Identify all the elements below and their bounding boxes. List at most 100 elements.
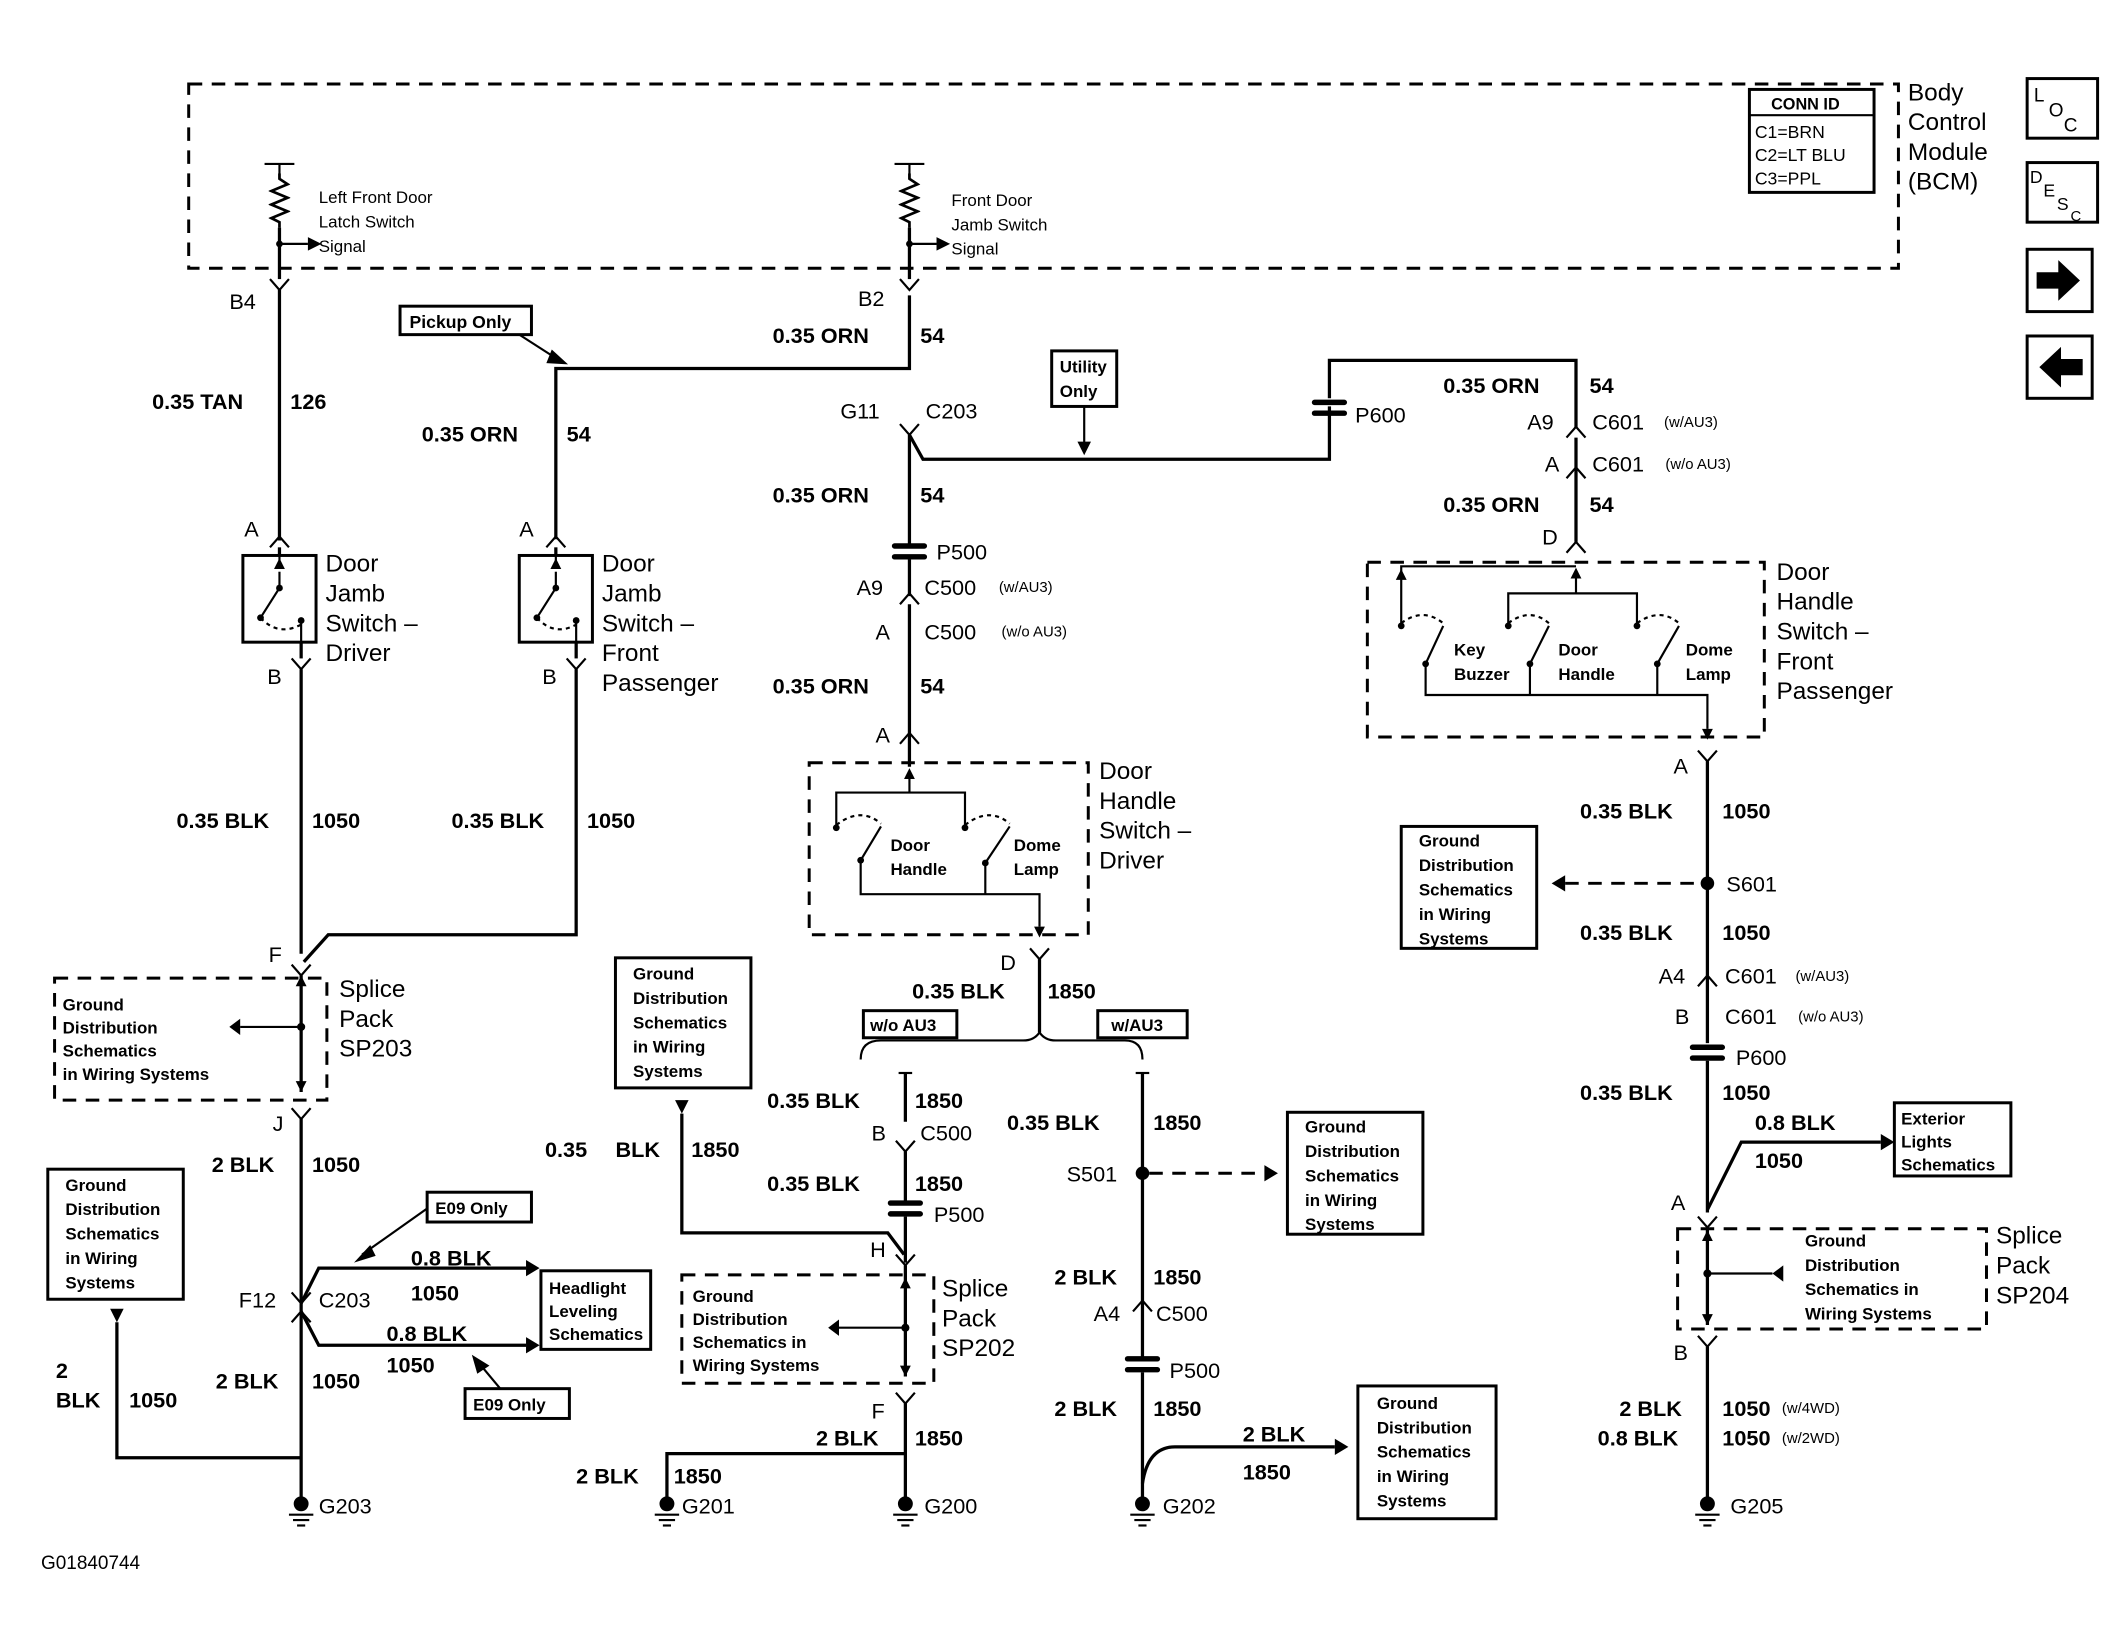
svg-text:in Wiring: in Wiring bbox=[1377, 1467, 1449, 1486]
svg-text:Lights: Lights bbox=[1901, 1133, 1952, 1152]
svg-text:1850: 1850 bbox=[1153, 1264, 1201, 1289]
svg-text:Door: Door bbox=[890, 836, 930, 855]
sp204-to-g205: 2 BLK 1050 (w/4WD) 0.8 BLK 1050 (w/2WD) bbox=[1598, 1346, 1840, 1498]
svg-text:D: D bbox=[1542, 525, 1558, 550]
svg-text:2 BLK: 2 BLK bbox=[1243, 1421, 1306, 1446]
svg-text:0.8 BLK: 0.8 BLK bbox=[386, 1321, 467, 1346]
svg-text:1050: 1050 bbox=[411, 1281, 459, 1306]
svg-text:B: B bbox=[872, 1121, 886, 1146]
svg-text:E: E bbox=[2043, 180, 2055, 200]
svg-text:1850: 1850 bbox=[915, 1171, 963, 1196]
driver-jamb-circuit: B4 0.35 TAN 126 A bbox=[152, 278, 326, 556]
svg-text:0.35 BLK: 0.35 BLK bbox=[1580, 920, 1673, 945]
desc-button[interactable]: D E S C bbox=[2025, 161, 2100, 225]
svg-text:F: F bbox=[269, 942, 282, 967]
svg-text:C601: C601 bbox=[1725, 964, 1777, 989]
svg-text:A: A bbox=[1674, 754, 1689, 779]
svg-text:B: B bbox=[1675, 1004, 1689, 1029]
svg-text:Pack: Pack bbox=[1996, 1252, 2051, 1279]
svg-text:C601: C601 bbox=[1592, 409, 1644, 434]
svg-text:Handle: Handle bbox=[1558, 665, 1614, 684]
svg-text:A4: A4 bbox=[1659, 964, 1686, 989]
svg-text:P600: P600 bbox=[1355, 403, 1406, 428]
svg-text:54: 54 bbox=[920, 483, 944, 508]
svg-text:Headlight: Headlight bbox=[549, 1279, 626, 1298]
svg-text:(w/4WD): (w/4WD) bbox=[1782, 1401, 1840, 1417]
svg-text:Schematics in: Schematics in bbox=[693, 1333, 807, 1352]
svg-text:in Wiring: in Wiring bbox=[1305, 1191, 1377, 1210]
svg-text:Signal: Signal bbox=[951, 240, 998, 259]
door-handle-switch-driver: Door Handle Dome Lamp Door Handle Switch… bbox=[807, 758, 1192, 938]
svg-text:Passenger: Passenger bbox=[1777, 678, 1894, 705]
svg-text:C: C bbox=[2064, 115, 2078, 136]
svg-text:Dome: Dome bbox=[1686, 641, 1733, 660]
splice-pack-sp202: Ground Distribution Schematics in Wiring… bbox=[680, 1265, 1015, 1423]
svg-text:S601: S601 bbox=[1726, 871, 1777, 896]
conn-id-table: CONN ID C1=BRN C2=LT BLU C3=PPL bbox=[1747, 87, 1876, 194]
svg-text:1850: 1850 bbox=[1153, 1110, 1201, 1135]
svg-text:(w/2WD): (w/2WD) bbox=[1782, 1431, 1840, 1447]
svg-text:Schematics: Schematics bbox=[549, 1325, 643, 1344]
loc-button[interactable]: L O C bbox=[2025, 77, 2100, 140]
svg-text:Schematics: Schematics bbox=[1305, 1166, 1399, 1185]
door-jamb-switch-front-passenger: Door Jamb Switch – Front Passenger bbox=[517, 551, 718, 697]
svg-text:Schematics: Schematics bbox=[1419, 881, 1513, 900]
svg-text:Schematics: Schematics bbox=[63, 1042, 157, 1061]
driver-jamb-ground-wire: B 0.35 BLK 1050 F bbox=[177, 642, 360, 967]
svg-text:Systems: Systems bbox=[1305, 1215, 1375, 1234]
svg-text:Door: Door bbox=[602, 551, 655, 578]
splice-pack-sp204: Ground Distribution Schematics in Wiring… bbox=[1674, 1223, 2070, 1366]
ground-g205: G205 bbox=[1695, 1493, 1783, 1527]
svg-text:in Wiring: in Wiring bbox=[633, 1038, 705, 1057]
svg-text:(w/AU3): (w/AU3) bbox=[1664, 415, 1718, 431]
svg-text:SP203: SP203 bbox=[339, 1036, 412, 1063]
svg-text:Door: Door bbox=[326, 551, 379, 578]
svg-text:Pickup Only: Pickup Only bbox=[410, 312, 512, 332]
svg-text:SP204: SP204 bbox=[1996, 1282, 2069, 1309]
svg-text:1050: 1050 bbox=[1722, 1426, 1770, 1451]
e09-only-note-bottom: E09 Only bbox=[463, 1354, 571, 1420]
svg-text:1050: 1050 bbox=[1722, 798, 1770, 823]
passenger-jamb-ground-wire: B 0.35 BLK 1050 bbox=[302, 642, 635, 963]
svg-text:A: A bbox=[1671, 1190, 1686, 1215]
svg-text:w/AU3: w/AU3 bbox=[1110, 1016, 1163, 1035]
svg-text:Systems: Systems bbox=[65, 1273, 135, 1292]
svg-text:Jamb: Jamb bbox=[602, 581, 662, 608]
svg-text:Left Front Door: Left Front Door bbox=[319, 188, 433, 207]
svg-text:0.35 BLK: 0.35 BLK bbox=[767, 1088, 860, 1113]
svg-text:1850: 1850 bbox=[691, 1137, 739, 1162]
svg-text:54: 54 bbox=[920, 674, 944, 699]
svg-text:Ground: Ground bbox=[693, 1287, 754, 1306]
svg-text:B: B bbox=[542, 664, 556, 689]
svg-text:CONN ID: CONN ID bbox=[1771, 96, 1840, 114]
svg-text:0.35 BLK: 0.35 BLK bbox=[1580, 798, 1673, 823]
svg-text:1850: 1850 bbox=[674, 1463, 722, 1488]
svg-text:Schematics in: Schematics in bbox=[1805, 1280, 1919, 1299]
svg-text:A: A bbox=[519, 516, 534, 541]
front-door-jamb-signal: Front Door Jamb Switch Signal bbox=[894, 162, 1047, 280]
svg-text:Utility: Utility bbox=[1060, 358, 1108, 377]
svg-text:0.35 ORN: 0.35 ORN bbox=[773, 323, 869, 348]
svg-text:1850: 1850 bbox=[1048, 978, 1096, 1003]
prev-page-button[interactable] bbox=[2025, 334, 2094, 400]
svg-text:Door: Door bbox=[1777, 559, 1830, 586]
svg-text:Signal: Signal bbox=[319, 237, 366, 256]
svg-text:0.35 ORN: 0.35 ORN bbox=[1443, 492, 1539, 517]
svg-text:Ground: Ground bbox=[1305, 1118, 1366, 1137]
svg-text:A: A bbox=[876, 619, 891, 644]
svg-text:G203: G203 bbox=[319, 1493, 372, 1518]
svg-text:C1=BRN: C1=BRN bbox=[1755, 122, 1825, 142]
svg-text:(w/AU3): (w/AU3) bbox=[1795, 969, 1849, 985]
svg-text:P500: P500 bbox=[937, 540, 988, 565]
svg-text:Distribution: Distribution bbox=[1419, 856, 1514, 875]
left-door-latch-signal: Left Front Door Latch Switch Signal bbox=[264, 162, 433, 280]
svg-text:Handle: Handle bbox=[890, 860, 946, 879]
svg-text:B4: B4 bbox=[229, 289, 255, 314]
next-page-button[interactable] bbox=[2025, 247, 2094, 314]
bcm-title: Body Control Module (BCM) bbox=[1908, 79, 1988, 195]
ground-ref-center: Ground Distribution Schematics in Wiring… bbox=[545, 956, 906, 1256]
w-au3-branch: 0.35 BLK 1850 S501 2 BLK 1850 A4 C500 P5… bbox=[1007, 1071, 1349, 1498]
svg-text:Dome: Dome bbox=[1014, 836, 1061, 855]
svg-text:A9: A9 bbox=[1527, 409, 1554, 434]
